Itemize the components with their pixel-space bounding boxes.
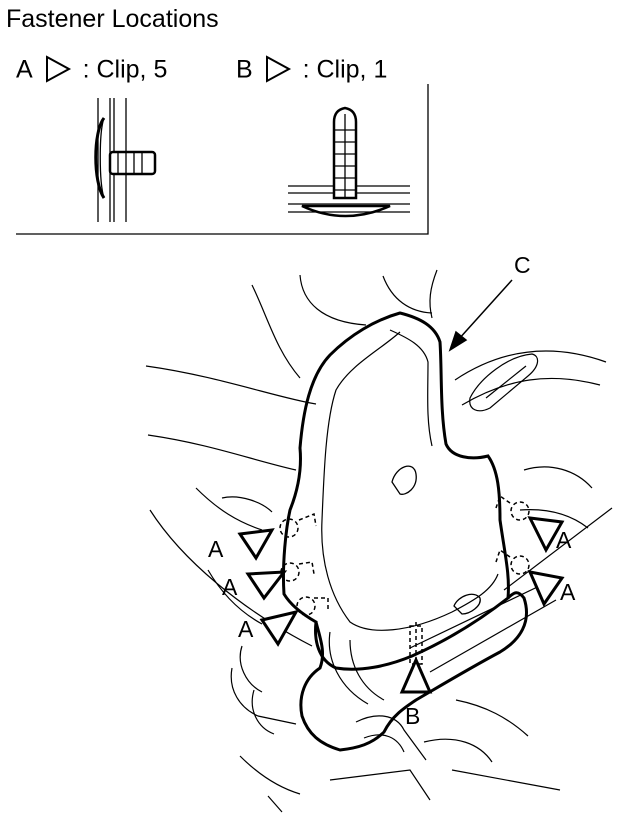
label-a: A [556, 527, 572, 553]
leader-line-c [448, 279, 513, 352]
label-c: C [514, 252, 531, 278]
callout-labels: A A A A A B C [208, 252, 576, 729]
label-a: A [560, 579, 576, 605]
legend-letter-b: B [236, 55, 253, 84]
label-a: A [208, 536, 224, 562]
diagram-title: Fastener Locations [6, 5, 219, 33]
triangle-pointer-icon [265, 55, 291, 84]
fastener-b-pointer [399, 656, 433, 694]
triangle-pointer-icon [45, 55, 71, 84]
legend-frame [16, 84, 429, 235]
vehicle-body-outline [145, 269, 613, 813]
legend-desc-b: : Clip, 1 [302, 55, 388, 84]
fastener-a-pointers [237, 516, 565, 647]
label-a: A [222, 574, 238, 600]
label-a: A [238, 616, 254, 642]
label-b: B [405, 703, 420, 729]
legend-item-a: A : Clip, 5 [16, 53, 167, 84]
clip-b-illustration [288, 106, 410, 218]
legend-letter-a: A [16, 55, 33, 84]
legend-item-b: B : Clip, 1 [236, 53, 387, 84]
clip-a-illustration [94, 98, 157, 222]
part-c-cover [281, 311, 528, 752]
clip-positions [279, 494, 530, 668]
legend-desc-a: : Clip, 5 [82, 55, 168, 84]
body-holes [391, 465, 481, 615]
